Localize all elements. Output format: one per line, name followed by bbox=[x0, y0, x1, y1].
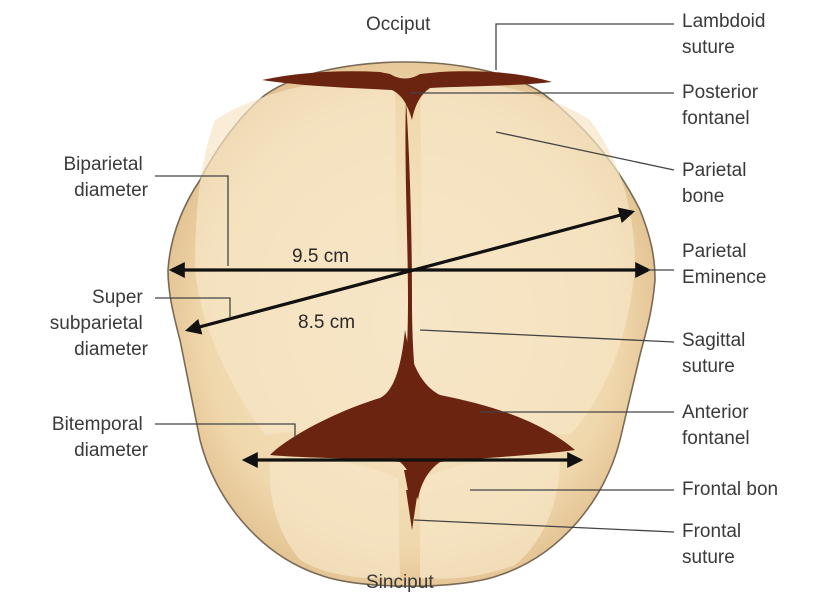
frontal-suture-label: Frontal suture bbox=[682, 521, 746, 568]
anterior-fontanel-label: Anterior fontanel bbox=[682, 402, 754, 449]
biparietal-diameter-label: Biparietal diameter bbox=[64, 154, 149, 201]
super-subparietal-diameter-label: Super subparietal diameter bbox=[50, 287, 149, 360]
right-parietal-bone bbox=[420, 80, 635, 435]
occiput-label: Occiput bbox=[366, 14, 431, 35]
parietal-eminence-label: Parietal Eminence bbox=[682, 241, 767, 288]
lambdoid-suture-label: Lambdoid suture bbox=[682, 11, 771, 58]
leader-lambdoid bbox=[496, 24, 674, 70]
sagittal-suture-label: Sagittal suture bbox=[682, 330, 751, 377]
frontal-bone-label: Frontal bon bbox=[682, 479, 778, 500]
biparietal-measurement: 9.5 cm bbox=[292, 246, 349, 267]
bitemporal-diameter-label: Bitemporal diameter bbox=[52, 414, 149, 461]
sinciput-label: Sinciput bbox=[366, 572, 434, 593]
parietal-bone-label: Parietal bone bbox=[682, 160, 752, 207]
posterior-fontanel-label: Posterior fontanel bbox=[682, 82, 763, 129]
super-subparietal-measurement: 8.5 cm bbox=[298, 312, 355, 333]
right-frontal-bone bbox=[420, 458, 560, 578]
